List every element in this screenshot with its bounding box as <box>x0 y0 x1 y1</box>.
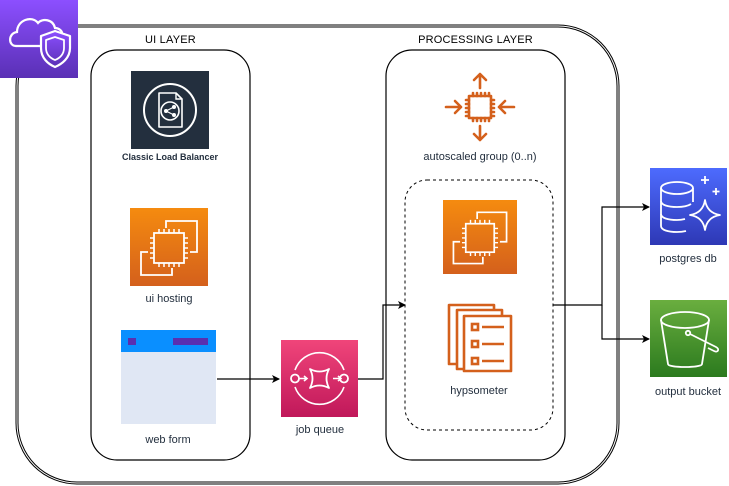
sqs-queue-icon <box>281 340 358 417</box>
autoscaled-group-label: autoscaled group (0..n) <box>423 151 537 163</box>
postgres-db-node[interactable] <box>650 168 727 245</box>
s3-bucket-icon <box>650 300 727 377</box>
ec2-instances-icon <box>130 208 208 286</box>
hypsometer-label: hypsometer <box>450 385 508 397</box>
auto-scaling-icon <box>444 72 516 142</box>
load-balancer-icon <box>131 71 209 149</box>
ui-layer-title: UI LAYER <box>145 34 196 46</box>
web-form-label: web form <box>145 434 191 446</box>
aurora-database-icon <box>650 168 727 245</box>
job-queue-label: job queue <box>295 424 345 436</box>
load-balancer-node[interactable] <box>131 71 209 149</box>
documents-list-icon <box>447 303 513 373</box>
load-balancer-label: Classic Load Balancer <box>121 152 219 162</box>
output-bucket-label: output bucket <box>654 386 722 398</box>
web-form-node[interactable] <box>121 330 216 424</box>
ec2-instances-icon <box>443 200 517 274</box>
processing-layer-group <box>385 49 566 461</box>
ui-hosting-node[interactable] <box>130 208 208 286</box>
output-bucket-node[interactable] <box>650 300 727 377</box>
processing-layer-title: PROCESSING LAYER <box>418 34 533 46</box>
browser-window-icon <box>121 330 216 352</box>
cloud-shield-icon <box>0 0 78 78</box>
ui-hosting-label: ui hosting <box>145 293 193 305</box>
edge-processing-to-postgres <box>553 203 650 306</box>
postgres-db-label: postgres db <box>659 253 717 265</box>
ui-layer-group <box>90 49 251 461</box>
edge-queue-to-processing <box>358 301 406 380</box>
worker-node[interactable] <box>443 200 517 274</box>
outer-cloud-group <box>15 24 620 485</box>
job-queue-node[interactable] <box>281 340 358 417</box>
edge-processing-to-bucket <box>601 305 650 343</box>
hypsometer-node[interactable] <box>446 302 514 374</box>
autoscaled-group-node[interactable] <box>443 70 517 144</box>
